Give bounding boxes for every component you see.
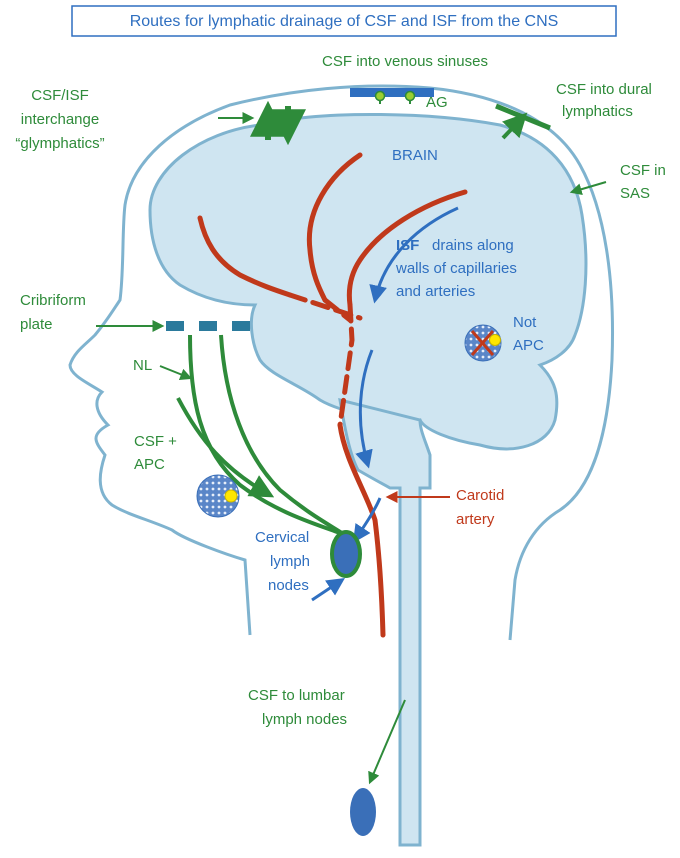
csf-sas-label-line2: SAS [620, 185, 650, 202]
ag-label: AG [426, 94, 448, 111]
csf-apc-label-line1: CSF + [134, 433, 177, 450]
head-outline [68, 84, 615, 641]
brain-label: BRAIN [392, 147, 438, 164]
arteries [197, 152, 468, 638]
nl-label: NL [133, 357, 152, 374]
not-apc-label-line1: Not [513, 314, 537, 331]
cribriform-label-line1: Cribriform [20, 292, 86, 309]
interchange-label-line3: “glymphatics” [15, 135, 104, 152]
cervical-label-line3: nodes [268, 577, 309, 594]
isf-label-line3: and arteries [396, 283, 475, 300]
dural-lymphatics-marker [495, 103, 551, 140]
lumbar-label-line1: CSF to lumbar [248, 687, 345, 704]
nl-arrow [159, 365, 193, 381]
carotid-label-line1: Carotid [456, 487, 504, 504]
venous-sinus-bar [350, 88, 434, 97]
isf-drainage-arrows [311, 206, 459, 602]
csf-venous-label: CSF into venous sinuses [322, 53, 488, 70]
isf-label-line1: drains along [432, 237, 514, 254]
csf-apc-label-line2: APC [134, 456, 165, 473]
interchange-arrows-icon [218, 100, 306, 146]
cribriform-label-line2: plate [20, 316, 53, 333]
sas-arrow [569, 181, 607, 196]
lumbar-lymph-node [350, 788, 376, 836]
isf-label-bold: ISF [396, 237, 419, 254]
cervical-label-line1: Cervical [255, 529, 309, 546]
not-apc-label-line2: APC [513, 337, 544, 354]
carotid-label-line2: artery [456, 511, 495, 528]
interchange-label-line1: CSF/ISF [31, 87, 89, 104]
csf-dural-label-line1: CSF into dural [556, 81, 652, 98]
brain-shape [148, 113, 588, 451]
csf-sas-label-line1: CSF in [620, 162, 666, 179]
lumbar-label-line2: lymph nodes [262, 711, 347, 728]
not-apc-cell-icon [464, 324, 502, 362]
arachnoid-granulation-icon [374, 90, 416, 104]
title-box: Routes for lymphatic drainage of CSF and… [71, 5, 617, 37]
spinal-canal [338, 397, 432, 847]
diagram-title: Routes for lymphatic drainage of CSF and… [130, 13, 559, 30]
csf-dural-label-line2: lymphatics [562, 103, 633, 120]
cervical-label-line2: lymph [270, 553, 310, 570]
interchange-label-line2: interchange [21, 111, 99, 128]
nasal-lymphatics [176, 334, 347, 537]
lumbar-arrow [368, 699, 406, 785]
isf-label-line2: walls of capillaries [395, 260, 517, 277]
cribriform-plate-icon [96, 320, 250, 332]
cervical-lymph-node [330, 530, 362, 578]
apc-cell-icon [196, 474, 240, 518]
